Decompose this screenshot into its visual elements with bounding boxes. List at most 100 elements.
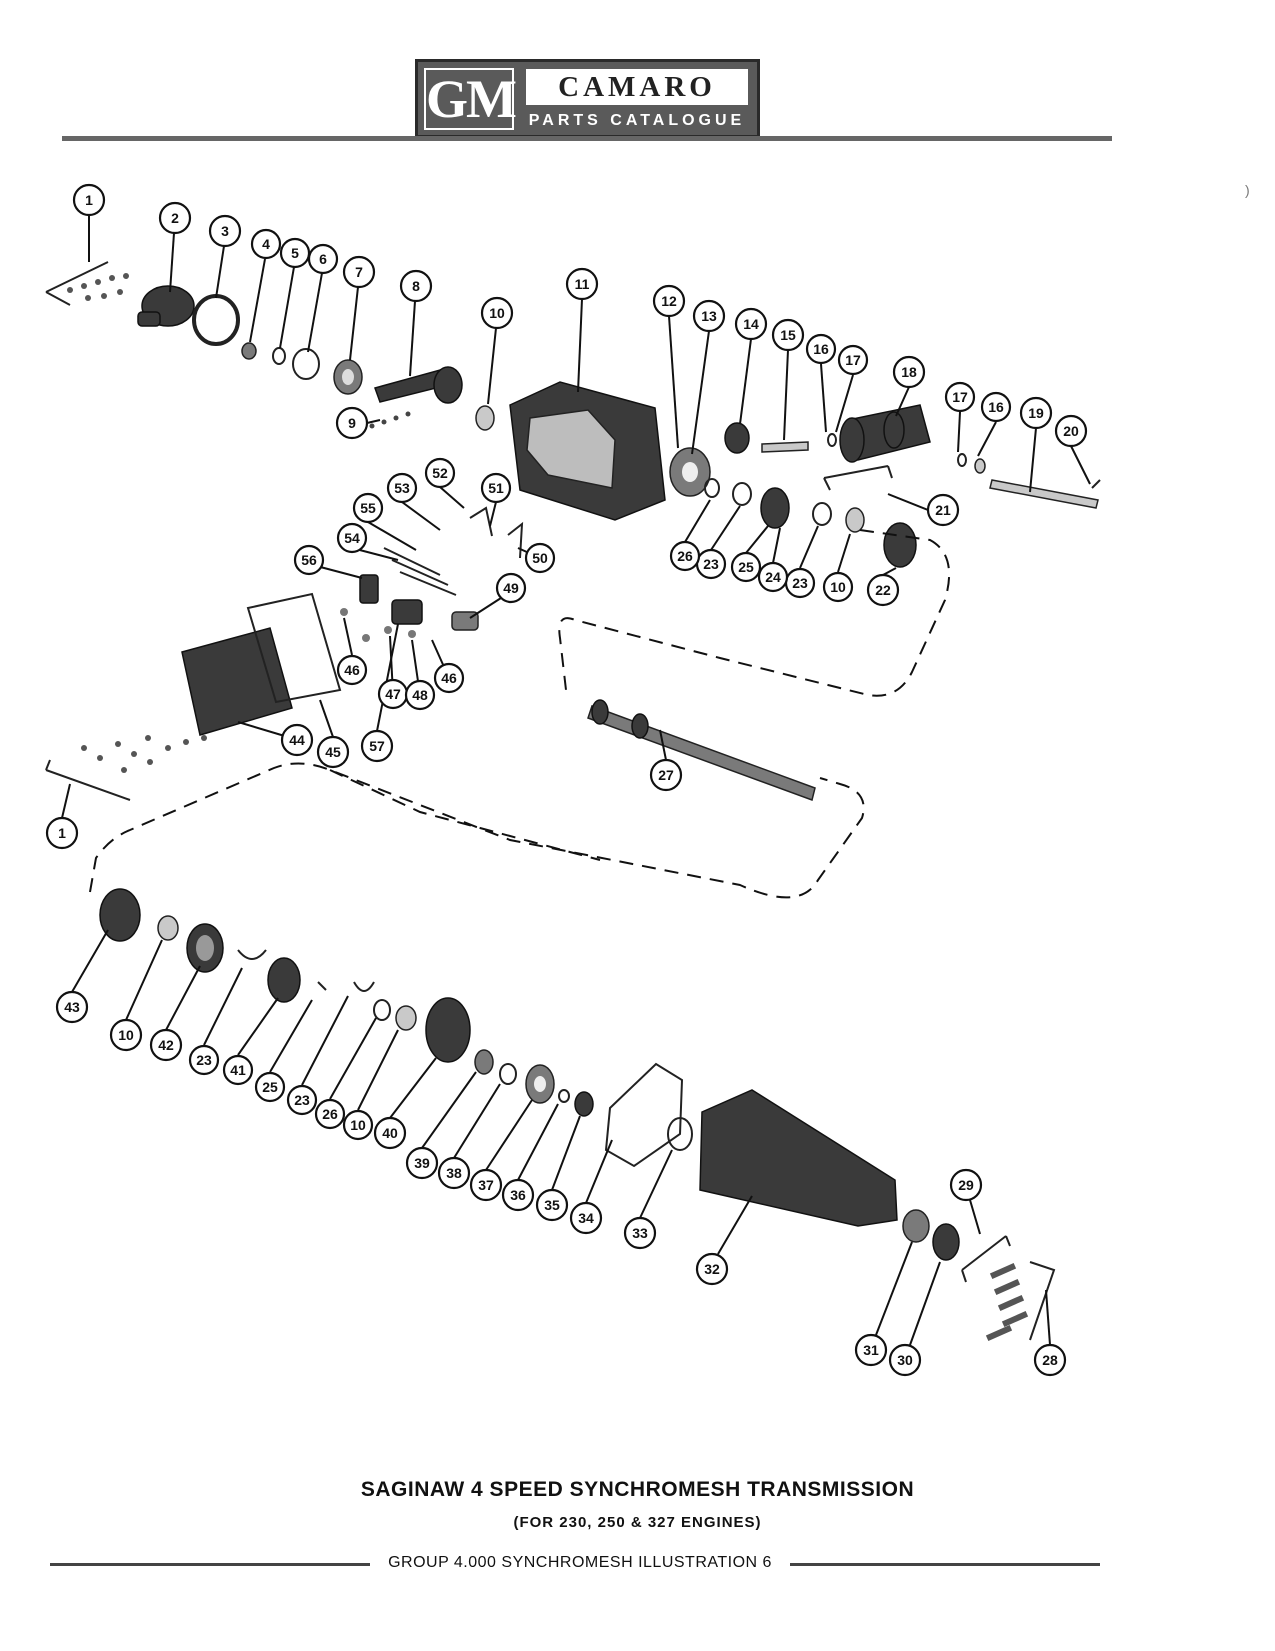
callout: 50 bbox=[524, 542, 556, 574]
svg-text:3: 3 bbox=[221, 223, 229, 239]
svg-text:27: 27 bbox=[658, 767, 674, 783]
part-callouts: 1 2 3 4 5 6 7 8 9 10 11 12 13 14 15 16 1… bbox=[45, 183, 1088, 1377]
callout: 21 bbox=[926, 493, 960, 527]
callout: 46 bbox=[336, 654, 368, 686]
svg-text:44: 44 bbox=[289, 732, 305, 748]
svg-text:23: 23 bbox=[792, 575, 808, 591]
callout: 41 bbox=[222, 1054, 254, 1086]
callout: 16 bbox=[980, 391, 1012, 423]
callout: 45 bbox=[316, 735, 350, 769]
parts-artwork bbox=[45, 261, 1101, 1342]
svg-text:7: 7 bbox=[355, 264, 363, 280]
callout: 13 bbox=[692, 299, 726, 333]
dashed-flow-lines bbox=[89, 529, 951, 899]
callout: 16 bbox=[805, 333, 837, 365]
callout: 46 bbox=[433, 662, 465, 694]
svg-text:40: 40 bbox=[382, 1125, 398, 1141]
svg-text:13: 13 bbox=[701, 308, 717, 324]
svg-text:45: 45 bbox=[325, 744, 341, 760]
callout: 49 bbox=[495, 572, 527, 604]
svg-text:9: 9 bbox=[348, 415, 356, 431]
callout: 36 bbox=[501, 1178, 535, 1212]
svg-text:49: 49 bbox=[503, 580, 519, 596]
stray-mark: ) bbox=[1245, 182, 1250, 198]
callout: 28 bbox=[1033, 1343, 1067, 1377]
svg-text:23: 23 bbox=[294, 1092, 310, 1108]
callout: 14 bbox=[734, 307, 768, 341]
svg-text:46: 46 bbox=[441, 670, 457, 686]
callout: 30 bbox=[888, 1343, 922, 1377]
svg-text:25: 25 bbox=[262, 1079, 278, 1095]
svg-text:14: 14 bbox=[743, 316, 759, 332]
callout: 44 bbox=[280, 723, 314, 757]
svg-text:37: 37 bbox=[478, 1177, 494, 1193]
callout: 56 bbox=[293, 544, 325, 576]
svg-text:34: 34 bbox=[578, 1210, 594, 1226]
svg-text:24: 24 bbox=[765, 569, 781, 585]
svg-text:2: 2 bbox=[171, 210, 179, 226]
logo-title: CAMARO bbox=[526, 69, 748, 105]
callout: 32 bbox=[695, 1252, 729, 1286]
svg-text:48: 48 bbox=[412, 687, 428, 703]
callout: 35 bbox=[535, 1188, 569, 1222]
callout: 25 bbox=[730, 551, 762, 583]
svg-text:16: 16 bbox=[813, 341, 829, 357]
callout: 27 bbox=[649, 758, 683, 792]
callout: 4 bbox=[250, 228, 282, 260]
footer-rule-left bbox=[50, 1563, 370, 1566]
svg-text:41: 41 bbox=[230, 1062, 246, 1078]
svg-text:36: 36 bbox=[510, 1187, 526, 1203]
callout: 43 bbox=[55, 990, 89, 1024]
callout: 11 bbox=[565, 267, 599, 301]
callout: 37 bbox=[469, 1168, 503, 1202]
callout: 54 bbox=[336, 522, 368, 554]
svg-text:10: 10 bbox=[118, 1027, 134, 1043]
callout: 26 bbox=[314, 1098, 346, 1130]
svg-text:33: 33 bbox=[632, 1225, 648, 1241]
svg-text:10: 10 bbox=[350, 1117, 366, 1133]
svg-text:23: 23 bbox=[196, 1052, 212, 1068]
svg-text:8: 8 bbox=[412, 278, 420, 294]
svg-text:50: 50 bbox=[532, 550, 548, 566]
svg-text:55: 55 bbox=[360, 500, 376, 516]
svg-text:12: 12 bbox=[661, 293, 677, 309]
callout: 55 bbox=[352, 492, 384, 524]
callout: 6 bbox=[307, 243, 339, 275]
callout: 19 bbox=[1019, 396, 1053, 430]
callout: 24 bbox=[757, 561, 789, 593]
callout: 5 bbox=[279, 237, 311, 269]
callout: 15 bbox=[771, 318, 805, 352]
callout: 39 bbox=[405, 1146, 439, 1180]
callout: 31 bbox=[854, 1333, 888, 1367]
svg-text:16: 16 bbox=[988, 399, 1004, 415]
svg-text:1: 1 bbox=[58, 825, 66, 841]
svg-text:18: 18 bbox=[901, 364, 917, 380]
svg-text:21: 21 bbox=[935, 502, 951, 518]
footer-group-label: GROUP 4.000 SYNCHROMESH ILLUSTRATION 6 bbox=[388, 1554, 772, 1571]
svg-text:53: 53 bbox=[394, 480, 410, 496]
svg-text:15: 15 bbox=[780, 327, 796, 343]
callout: 2 bbox=[158, 201, 192, 235]
gm-camaro-logo: GM CAMARO PARTS CATALOGUE bbox=[415, 59, 760, 138]
svg-text:52: 52 bbox=[432, 465, 448, 481]
callout: 26 bbox=[669, 540, 701, 572]
svg-text:39: 39 bbox=[414, 1155, 430, 1171]
svg-text:5: 5 bbox=[291, 245, 299, 261]
svg-text:22: 22 bbox=[875, 582, 891, 598]
callout: 10 bbox=[342, 1109, 374, 1141]
exploded-parts-diagram: 1 2 3 4 5 6 7 8 9 10 11 12 13 14 15 16 1… bbox=[45, 183, 1101, 1377]
callout: 51 bbox=[480, 472, 512, 504]
svg-text:30: 30 bbox=[897, 1352, 913, 1368]
callout: 10 bbox=[822, 571, 854, 603]
callout: 40 bbox=[373, 1116, 407, 1150]
callout: 17 bbox=[944, 381, 976, 413]
svg-text:26: 26 bbox=[677, 548, 693, 564]
callout: 23 bbox=[695, 548, 727, 580]
logo-gm-mark: GM bbox=[424, 68, 517, 130]
callout: 1 bbox=[72, 183, 106, 217]
callout: 12 bbox=[652, 284, 686, 318]
svg-text:56: 56 bbox=[301, 552, 317, 568]
svg-text:43: 43 bbox=[64, 999, 80, 1015]
callout: 3 bbox=[208, 214, 242, 248]
svg-text:38: 38 bbox=[446, 1165, 462, 1181]
